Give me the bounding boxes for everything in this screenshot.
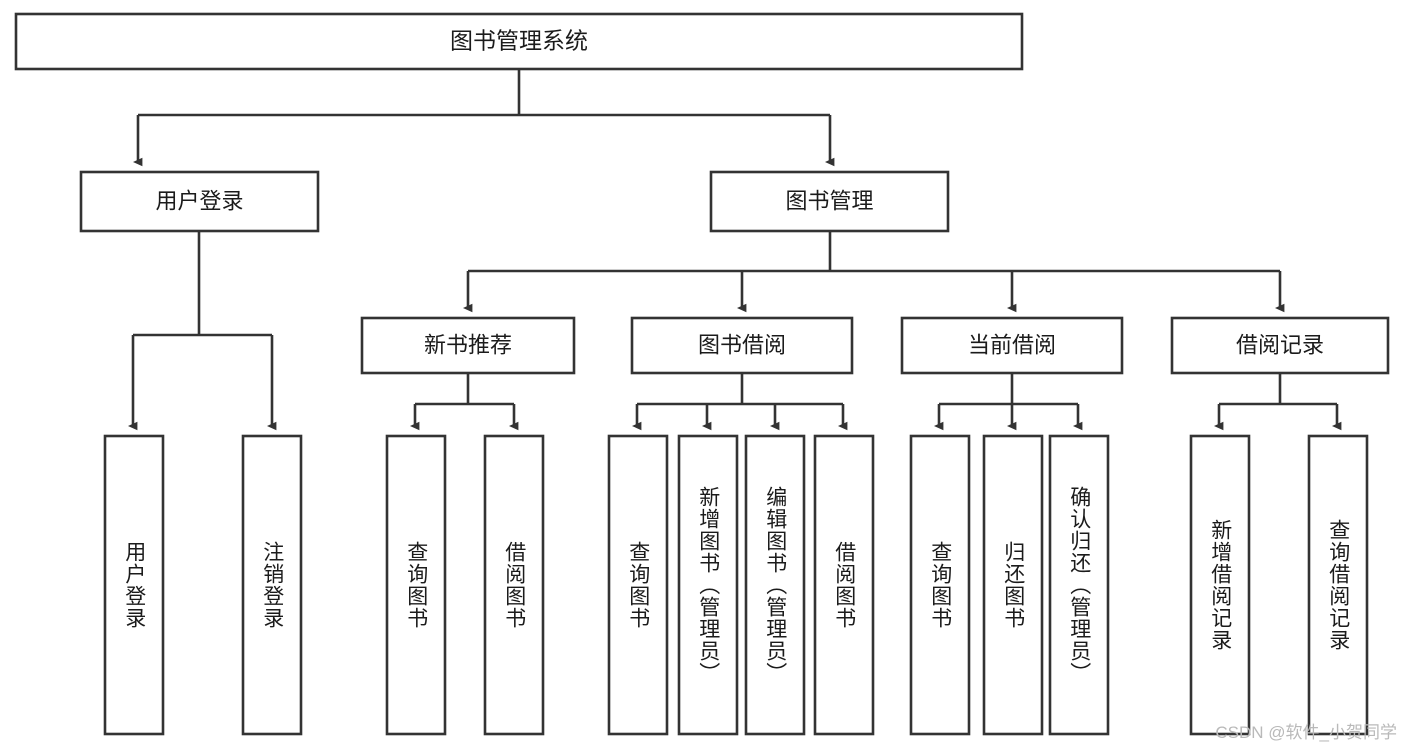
node-book-borrow[interactable]: 图书借阅 — [630, 316, 854, 375]
node-leaf-user-login-rect — [103, 434, 165, 736]
node-leaf-query-record[interactable] — [1307, 434, 1369, 736]
node-book-borrow-rect — [630, 316, 854, 375]
node-leaf-query-book-cur[interactable] — [909, 434, 971, 736]
node-leaf-borrow-book-rect — [813, 434, 875, 736]
node-root-rect — [14, 12, 1024, 71]
node-leaf-add-book[interactable] — [677, 434, 739, 736]
node-borrow-record-label: 借阅记录 — [1236, 332, 1324, 357]
node-leaf-query-book-rec[interactable] — [385, 434, 447, 736]
node-leaf-logout[interactable] — [241, 434, 303, 736]
node-root-label: 图书管理系统 — [450, 28, 588, 54]
node-leaf-add-record[interactable] — [1189, 434, 1251, 736]
node-root[interactable]: 图书管理系统 — [14, 12, 1024, 71]
node-leaf-query-book-borrow-rect — [607, 434, 669, 736]
node-leaf-confirm-return-rect — [1048, 434, 1110, 736]
node-user-login-rect — [79, 170, 320, 233]
node-current-borrow-label: 当前借阅 — [968, 332, 1056, 357]
node-book-manage-label: 图书管理 — [785, 188, 873, 213]
node-leaf-query-book-rec-rect — [385, 434, 447, 736]
node-book-manage[interactable]: 图书管理 — [709, 170, 950, 233]
node-leaf-query-book-borrow[interactable] — [607, 434, 669, 736]
node-leaf-add-record-rect — [1189, 434, 1251, 736]
node-leaf-borrow-book-rec[interactable] — [483, 434, 545, 736]
node-leaf-borrow-book[interactable] — [813, 434, 875, 736]
node-borrow-record-rect — [1170, 316, 1390, 375]
node-leaf-query-book-cur-rect — [909, 434, 971, 736]
connector-layer — [128, 69, 1342, 431]
node-user-login[interactable]: 用户登录 — [79, 170, 320, 233]
node-leaf-edit-book[interactable] — [744, 434, 806, 736]
node-leaf-return-book-rect — [982, 434, 1044, 736]
node-user-login-label: 用户登录 — [155, 188, 243, 213]
node-new-book-rec-label: 新书推荐 — [424, 332, 512, 357]
node-leaf-add-book-rect — [677, 434, 739, 736]
node-leaf-edit-book-rect — [744, 434, 806, 736]
node-leaf-query-record-rect — [1307, 434, 1369, 736]
node-book-borrow-label: 图书借阅 — [698, 332, 786, 357]
node-leaf-confirm-return[interactable] — [1048, 434, 1110, 736]
node-borrow-record[interactable]: 借阅记录 — [1170, 316, 1390, 375]
node-current-borrow[interactable]: 当前借阅 — [900, 316, 1124, 375]
node-new-book-rec-rect — [360, 316, 576, 375]
node-new-book-rec[interactable]: 新书推荐 — [360, 316, 576, 375]
node-current-borrow-rect — [900, 316, 1124, 375]
node-leaf-user-login[interactable] — [103, 434, 165, 736]
watermark-text: CSDN @软件_小贺同学 — [1215, 723, 1397, 742]
node-leaf-logout-rect — [241, 434, 303, 736]
node-book-manage-rect — [709, 170, 950, 233]
node-leaf-borrow-book-rec-rect — [483, 434, 545, 736]
node-leaf-return-book[interactable] — [982, 434, 1044, 736]
